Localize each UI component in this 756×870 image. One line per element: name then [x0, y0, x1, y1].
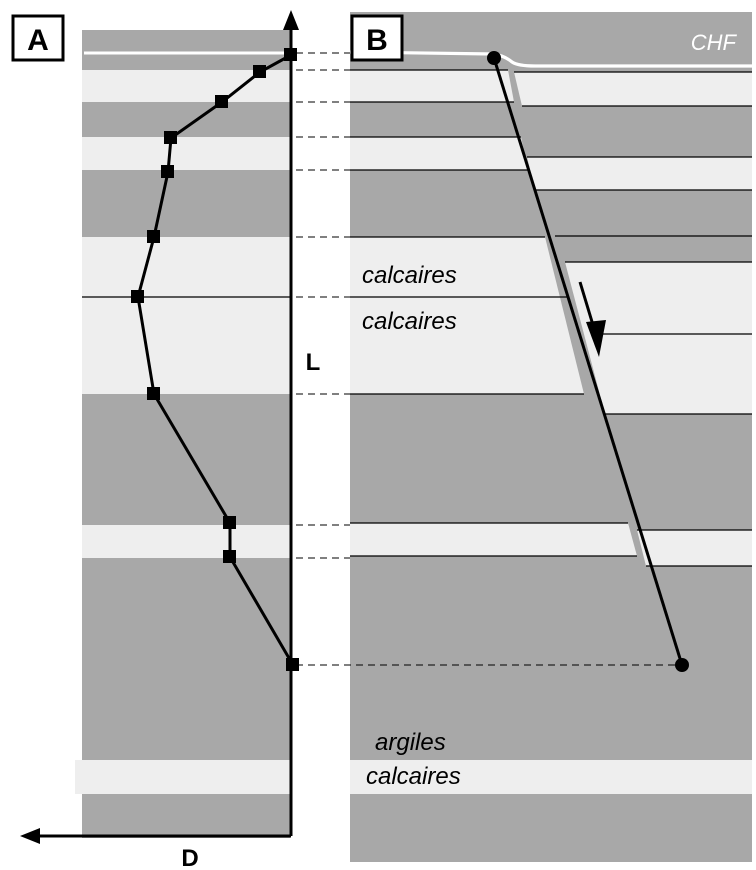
panel-b-limestone-bed [350, 70, 514, 102]
panel-a-limestone-bed [82, 137, 290, 170]
fault-bottom-point [675, 658, 689, 672]
panel-b-label: B [366, 24, 388, 57]
panel-b-label-box: B [350, 14, 404, 62]
lithology-label-argiles: argiles [375, 729, 446, 756]
panel-a-label: A [27, 24, 49, 57]
panel-a-limestone-bed [75, 760, 290, 794]
panel-b-limestone-bed [350, 237, 584, 394]
fault-top-point [487, 51, 501, 65]
panel-a-axes [20, 10, 299, 844]
panel-b-limestone-bed [514, 72, 752, 106]
vertical-axis-arrowhead [283, 10, 299, 30]
panel-a-limestone-bed [82, 525, 290, 558]
panel-b-limestone-bed [350, 760, 752, 794]
fault-label-chf: CHF [691, 30, 738, 55]
fault-plane-line [492, 57, 684, 666]
panel-b-limestone-bed [350, 523, 637, 556]
panel-a-label-box: A [11, 14, 65, 62]
profile-marker [164, 131, 177, 144]
panel-b-limestone-bed [527, 157, 752, 190]
panel-a-column [75, 30, 290, 838]
profile-marker [284, 48, 297, 61]
lithology-label-calcaires-lower: calcaires [366, 763, 461, 790]
panel-b-limestone-bed [565, 262, 752, 414]
axis-label-l: L [306, 349, 321, 376]
profile-marker [286, 658, 299, 671]
lithology-label-calcaires-upper: calcaires [362, 262, 457, 289]
axis-label-d: D [181, 845, 198, 870]
displacement-markers [131, 48, 299, 671]
panel-b-footwall-boundaries [350, 69, 637, 557]
panel-b-limestone-bed [637, 530, 752, 566]
profile-marker [147, 230, 160, 243]
slip-direction-arrow [578, 281, 606, 357]
displacement-profile [131, 48, 299, 671]
panel-a-limestone-bed [82, 237, 290, 394]
profile-marker [215, 95, 228, 108]
profile-marker [161, 165, 174, 178]
profile-marker [147, 387, 160, 400]
panel-b-limestone-bed [350, 137, 528, 170]
lithology-label-calcaires-middle: calcaires [362, 308, 457, 335]
panel-b-section [349, 12, 752, 862]
panel-b-hangingwall-boundaries [514, 71, 752, 567]
correlation-dashed-lines [296, 52, 676, 666]
profile-marker [223, 516, 236, 529]
profile-marker [223, 550, 236, 563]
profile-marker [131, 290, 144, 303]
profile-marker [253, 65, 266, 78]
horizontal-axis-arrowhead [20, 828, 40, 844]
